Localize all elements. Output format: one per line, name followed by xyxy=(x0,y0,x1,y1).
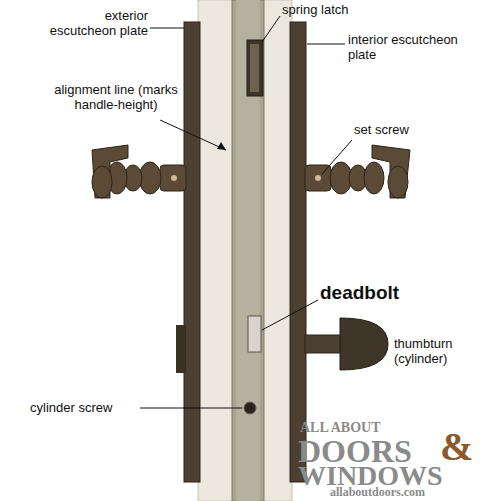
interior-lever xyxy=(305,145,410,198)
interior-escutcheon xyxy=(290,22,306,482)
deadbolt xyxy=(248,316,261,352)
leader-lines xyxy=(140,16,352,408)
set-screw-left xyxy=(171,175,177,181)
door-edge xyxy=(198,0,292,501)
cylinder-screw xyxy=(244,402,256,414)
thumbturn-cap xyxy=(340,318,388,370)
thumbturn-stem xyxy=(305,335,341,353)
watermark: & xyxy=(440,426,496,468)
spring-latch-face xyxy=(250,44,259,92)
part-label: exterior escutcheon plate xyxy=(40,8,148,38)
part-label: deadbolt xyxy=(320,282,430,304)
spring-latch xyxy=(247,40,263,96)
alignment-arrowhead xyxy=(217,142,226,150)
part-label: interior escutcheon plate xyxy=(348,32,458,62)
set-screw-right xyxy=(315,175,321,181)
exterior-escutcheon xyxy=(184,22,200,482)
part-label: alignment line (marks handle-height) xyxy=(36,82,196,112)
face-plate xyxy=(232,0,264,501)
watermark: allaboutdoors.com xyxy=(330,486,490,499)
part-label: spring latch xyxy=(282,2,372,17)
part-label: thumbturn (cylinder) xyxy=(394,336,494,366)
part-label: set screw xyxy=(354,122,444,137)
part-label: cylinder screw xyxy=(30,400,138,415)
exterior-cylinder xyxy=(176,325,186,373)
exterior-lever xyxy=(92,145,186,198)
